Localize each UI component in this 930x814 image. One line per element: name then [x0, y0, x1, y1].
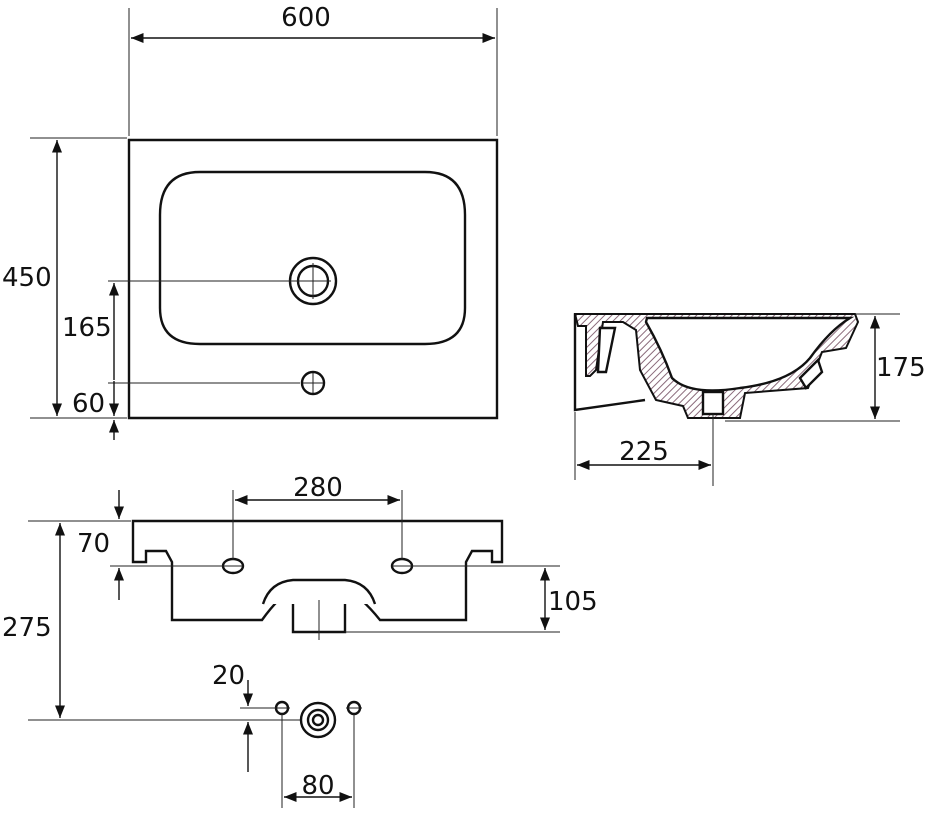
- dim-section-drain-offset: 225: [619, 437, 669, 467]
- dim-bracket-spacing: 280: [293, 473, 343, 503]
- top-view: 600 450 165 60: [2, 3, 499, 440]
- dim-total-height: 275: [2, 613, 52, 643]
- dim-width-top: 600: [281, 3, 331, 33]
- dim-drain-from-front: 165: [62, 313, 112, 343]
- dim-tap-from-front: 60: [72, 389, 105, 419]
- dim-fixing-spacing: 80: [301, 771, 334, 801]
- tap-hole-icon: [300, 370, 326, 396]
- dim-section-height: 175: [876, 353, 926, 383]
- front-basin-outline: [131, 519, 504, 634]
- outlet-detail: 20 80: [28, 661, 362, 808]
- dim-rim-height: 70: [77, 529, 110, 559]
- dim-siphon-height: 105: [548, 587, 598, 617]
- front-view: 280 70 105 275: [2, 473, 598, 718]
- section-view: 175 225: [573, 313, 926, 486]
- dim-depth-total: 450: [2, 263, 52, 293]
- dim-outlet-offset: 20: [212, 661, 245, 691]
